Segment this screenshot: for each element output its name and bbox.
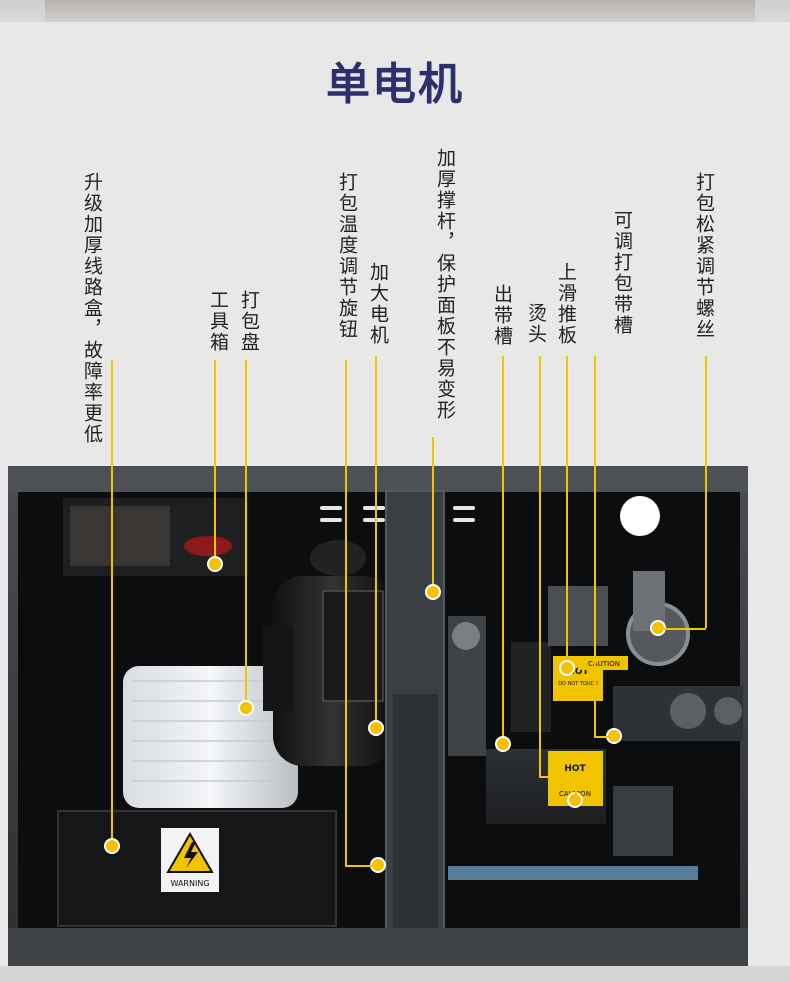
dot-support-rod (425, 584, 441, 600)
label-upper-slide: 上滑推板 (555, 262, 577, 346)
label-toolbox: 工具箱 (207, 290, 229, 353)
leader-adjustable-slot-bend (594, 736, 614, 738)
machine-base (8, 928, 748, 966)
label-motor: 加大电机 (367, 262, 389, 346)
base-rail (448, 866, 698, 880)
upper-slide (548, 586, 608, 646)
roller-1 (670, 693, 706, 729)
label-tension-screw: 打包松紧调节螺丝 (693, 172, 715, 340)
label-strap-outlet: 出带槽 (491, 284, 513, 347)
roller-2 (714, 697, 742, 725)
dot-toolbox (207, 556, 223, 572)
dot-upper-slide (559, 660, 575, 676)
caution-top-text: CAUTION (588, 660, 620, 668)
leader-heater-bend (539, 776, 575, 778)
leader-temp-knob-bend (345, 865, 378, 867)
shaft-cap (452, 622, 480, 650)
hot-label-top-sub: DO NOT TOUCH (558, 681, 598, 687)
dot-wiring-box (104, 838, 120, 854)
hot-label-bottom-text: HOT (564, 764, 586, 774)
leader-tension-screw (705, 356, 707, 628)
lightning-icon (184, 842, 198, 868)
vent-slots (320, 506, 475, 522)
label-wiring-box: 升级加厚线路盒，故障率更低 (81, 172, 103, 445)
motor-box (263, 626, 293, 711)
leader-heater (539, 356, 541, 776)
leader-adjustable-slot (594, 356, 596, 736)
label-heater: 烫头 (525, 303, 547, 345)
dot-strap-reel (238, 700, 254, 716)
gearbox (613, 786, 673, 856)
motor-plate (322, 590, 384, 702)
hot-label-top-text: HOT (567, 667, 589, 677)
leader-strap-reel (245, 360, 247, 708)
label-temp-knob: 打包温度调节旋钮 (336, 172, 358, 340)
leader-heater-bend-2 (575, 776, 577, 800)
caution-top (578, 656, 628, 670)
toolbox-items (70, 506, 170, 566)
label-adjustable-slot: 可调打包带槽 (611, 210, 633, 336)
label-strap-reel: 打包盘 (238, 290, 260, 353)
leader-strap-outlet (502, 356, 504, 744)
leader-upper-slide (566, 356, 568, 668)
machine-photo: HOT DO NOT TOUCH CAUTION HOT CAUTION WAR… (8, 466, 748, 966)
dot-motor (368, 720, 384, 736)
warning-label-text: WARNING (170, 879, 209, 888)
leader-support-rod (432, 437, 434, 592)
leader-motor (375, 356, 377, 728)
top-image-strip (0, 0, 790, 22)
leader-temp-knob (345, 360, 347, 865)
strap-outlet (511, 642, 551, 732)
label-support-rod: 加厚撑杆，保护面板不易变形 (434, 148, 456, 421)
light-reflection (620, 496, 660, 536)
leader-wiring-box (111, 360, 113, 846)
bottom-strip (0, 966, 790, 982)
support-rod-lower (393, 694, 438, 934)
top-image-strip-inner (45, 0, 755, 22)
leader-toolbox (214, 360, 216, 564)
red-tool (184, 536, 232, 556)
frame-top (8, 466, 748, 492)
motor-fan-cap (310, 540, 366, 576)
dot-strap-outlet (495, 736, 511, 752)
leader-tension-screw-bend (658, 628, 706, 630)
page-title: 单电机 (326, 59, 464, 110)
